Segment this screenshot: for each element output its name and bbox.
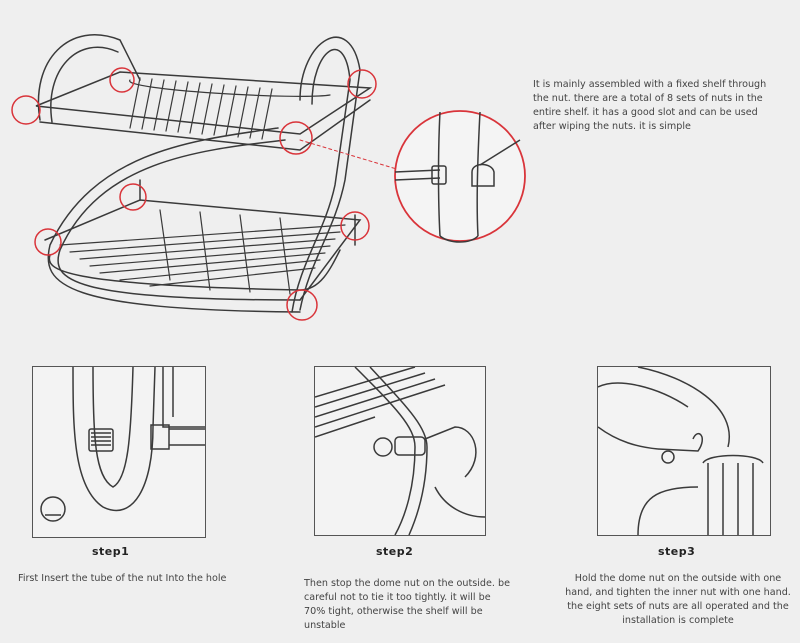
step2-illustration <box>315 367 485 535</box>
nut-highlight-8 <box>286 289 318 321</box>
nut-highlight-5 <box>34 228 62 256</box>
nut-highlight-3 <box>347 69 377 99</box>
nut-highlight-2 <box>109 67 135 93</box>
description-text: It is mainly assembled with a fixed shel… <box>533 79 767 132</box>
nut-highlight-7 <box>340 211 370 241</box>
upper-shelf-frame <box>35 71 373 135</box>
step1-illustration <box>40 367 205 522</box>
lower-shelf-frame <box>44 199 362 301</box>
rack-frame-curve <box>57 139 301 301</box>
step2-caption: Then stop the dome nut on the outside. b… <box>304 578 511 631</box>
step1-label: step1 <box>92 545 130 558</box>
base-tray <box>48 249 341 291</box>
zoom-detail <box>394 110 526 243</box>
step3-panel <box>597 366 771 536</box>
step2-panel <box>314 366 486 536</box>
nut-highlight-6 <box>119 183 147 211</box>
step1-caption: First Insert the tube of the nut Into th… <box>18 573 227 584</box>
step3-caption: Hold the dome nut on the outside with on… <box>565 573 791 626</box>
nut-highlight-1 <box>11 95 41 125</box>
nut-highlight-4 <box>279 121 313 155</box>
step2-label: step2 <box>376 545 414 558</box>
rack-left-arch <box>37 34 141 121</box>
step1-panel <box>32 366 206 538</box>
step3-label: step3 <box>658 545 696 558</box>
step3-illustration <box>598 367 764 535</box>
